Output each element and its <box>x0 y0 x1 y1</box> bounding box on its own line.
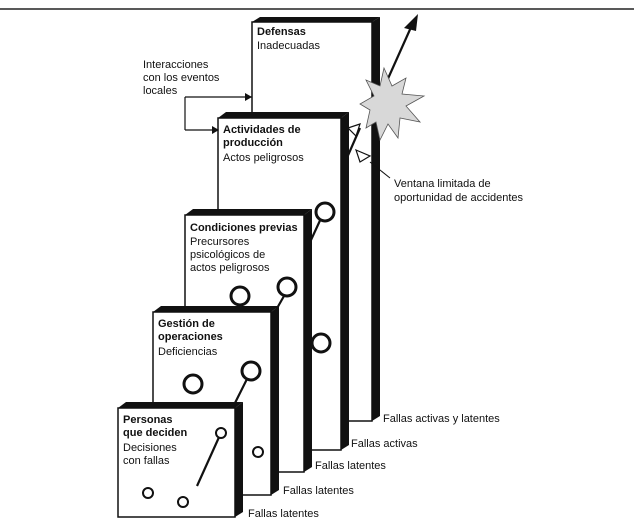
slice-1-title: Defensas <box>257 26 306 38</box>
window-leader <box>369 161 391 179</box>
window-label-line-1: Ventana limitada de <box>394 178 491 190</box>
arrow-right-icon <box>212 126 219 134</box>
interactions-bracket <box>184 96 252 131</box>
slice-personas <box>117 402 243 518</box>
hole <box>314 201 336 223</box>
slice-1-desc: Inadecuadas <box>257 40 320 52</box>
hole <box>177 496 189 508</box>
hole <box>240 360 262 382</box>
window-mark <box>346 123 361 138</box>
window-mark <box>355 148 372 163</box>
hole <box>252 446 264 458</box>
hole <box>229 285 251 307</box>
slice-2-title: Actividades de producción <box>223 124 301 149</box>
arrow-right-icon <box>245 93 252 101</box>
slice-5-desc: Decisiones con fallas <box>123 442 177 467</box>
hole <box>142 487 154 499</box>
explosion-icon <box>359 66 426 142</box>
hole <box>182 373 204 395</box>
slice-4-desc: Deficiencias <box>158 346 218 358</box>
arrow-head-icon <box>404 14 418 31</box>
bottom-label-5: Fallas latentes <box>248 508 319 520</box>
bottom-label-1: Fallas activas y latentes <box>383 413 500 425</box>
hole <box>215 427 227 439</box>
slice-3-desc: Precursores psicológicos de actos peligr… <box>190 236 270 274</box>
hole <box>276 276 298 298</box>
bottom-label-4: Fallas latentes <box>283 485 354 497</box>
holes <box>142 201 336 508</box>
interactions-label-line-2: con los eventos <box>143 72 220 84</box>
slice-2-desc: Actos peligrosos <box>223 152 304 164</box>
hole <box>310 332 332 354</box>
bottom-label-2: Fallas activas <box>351 438 418 450</box>
bottom-label-3: Fallas latentes <box>315 460 386 472</box>
interactions-label-line-1: Interacciones <box>143 59 209 71</box>
slice-3-title: Condiciones previas <box>190 222 298 234</box>
slice-4-title: Gestión de operaciones <box>158 318 223 343</box>
slice-5-title: Personas que deciden <box>123 414 188 439</box>
interactions-label-line-3: locales <box>143 85 178 97</box>
window-label-line-2: oportunidad de accidentes <box>394 192 524 204</box>
